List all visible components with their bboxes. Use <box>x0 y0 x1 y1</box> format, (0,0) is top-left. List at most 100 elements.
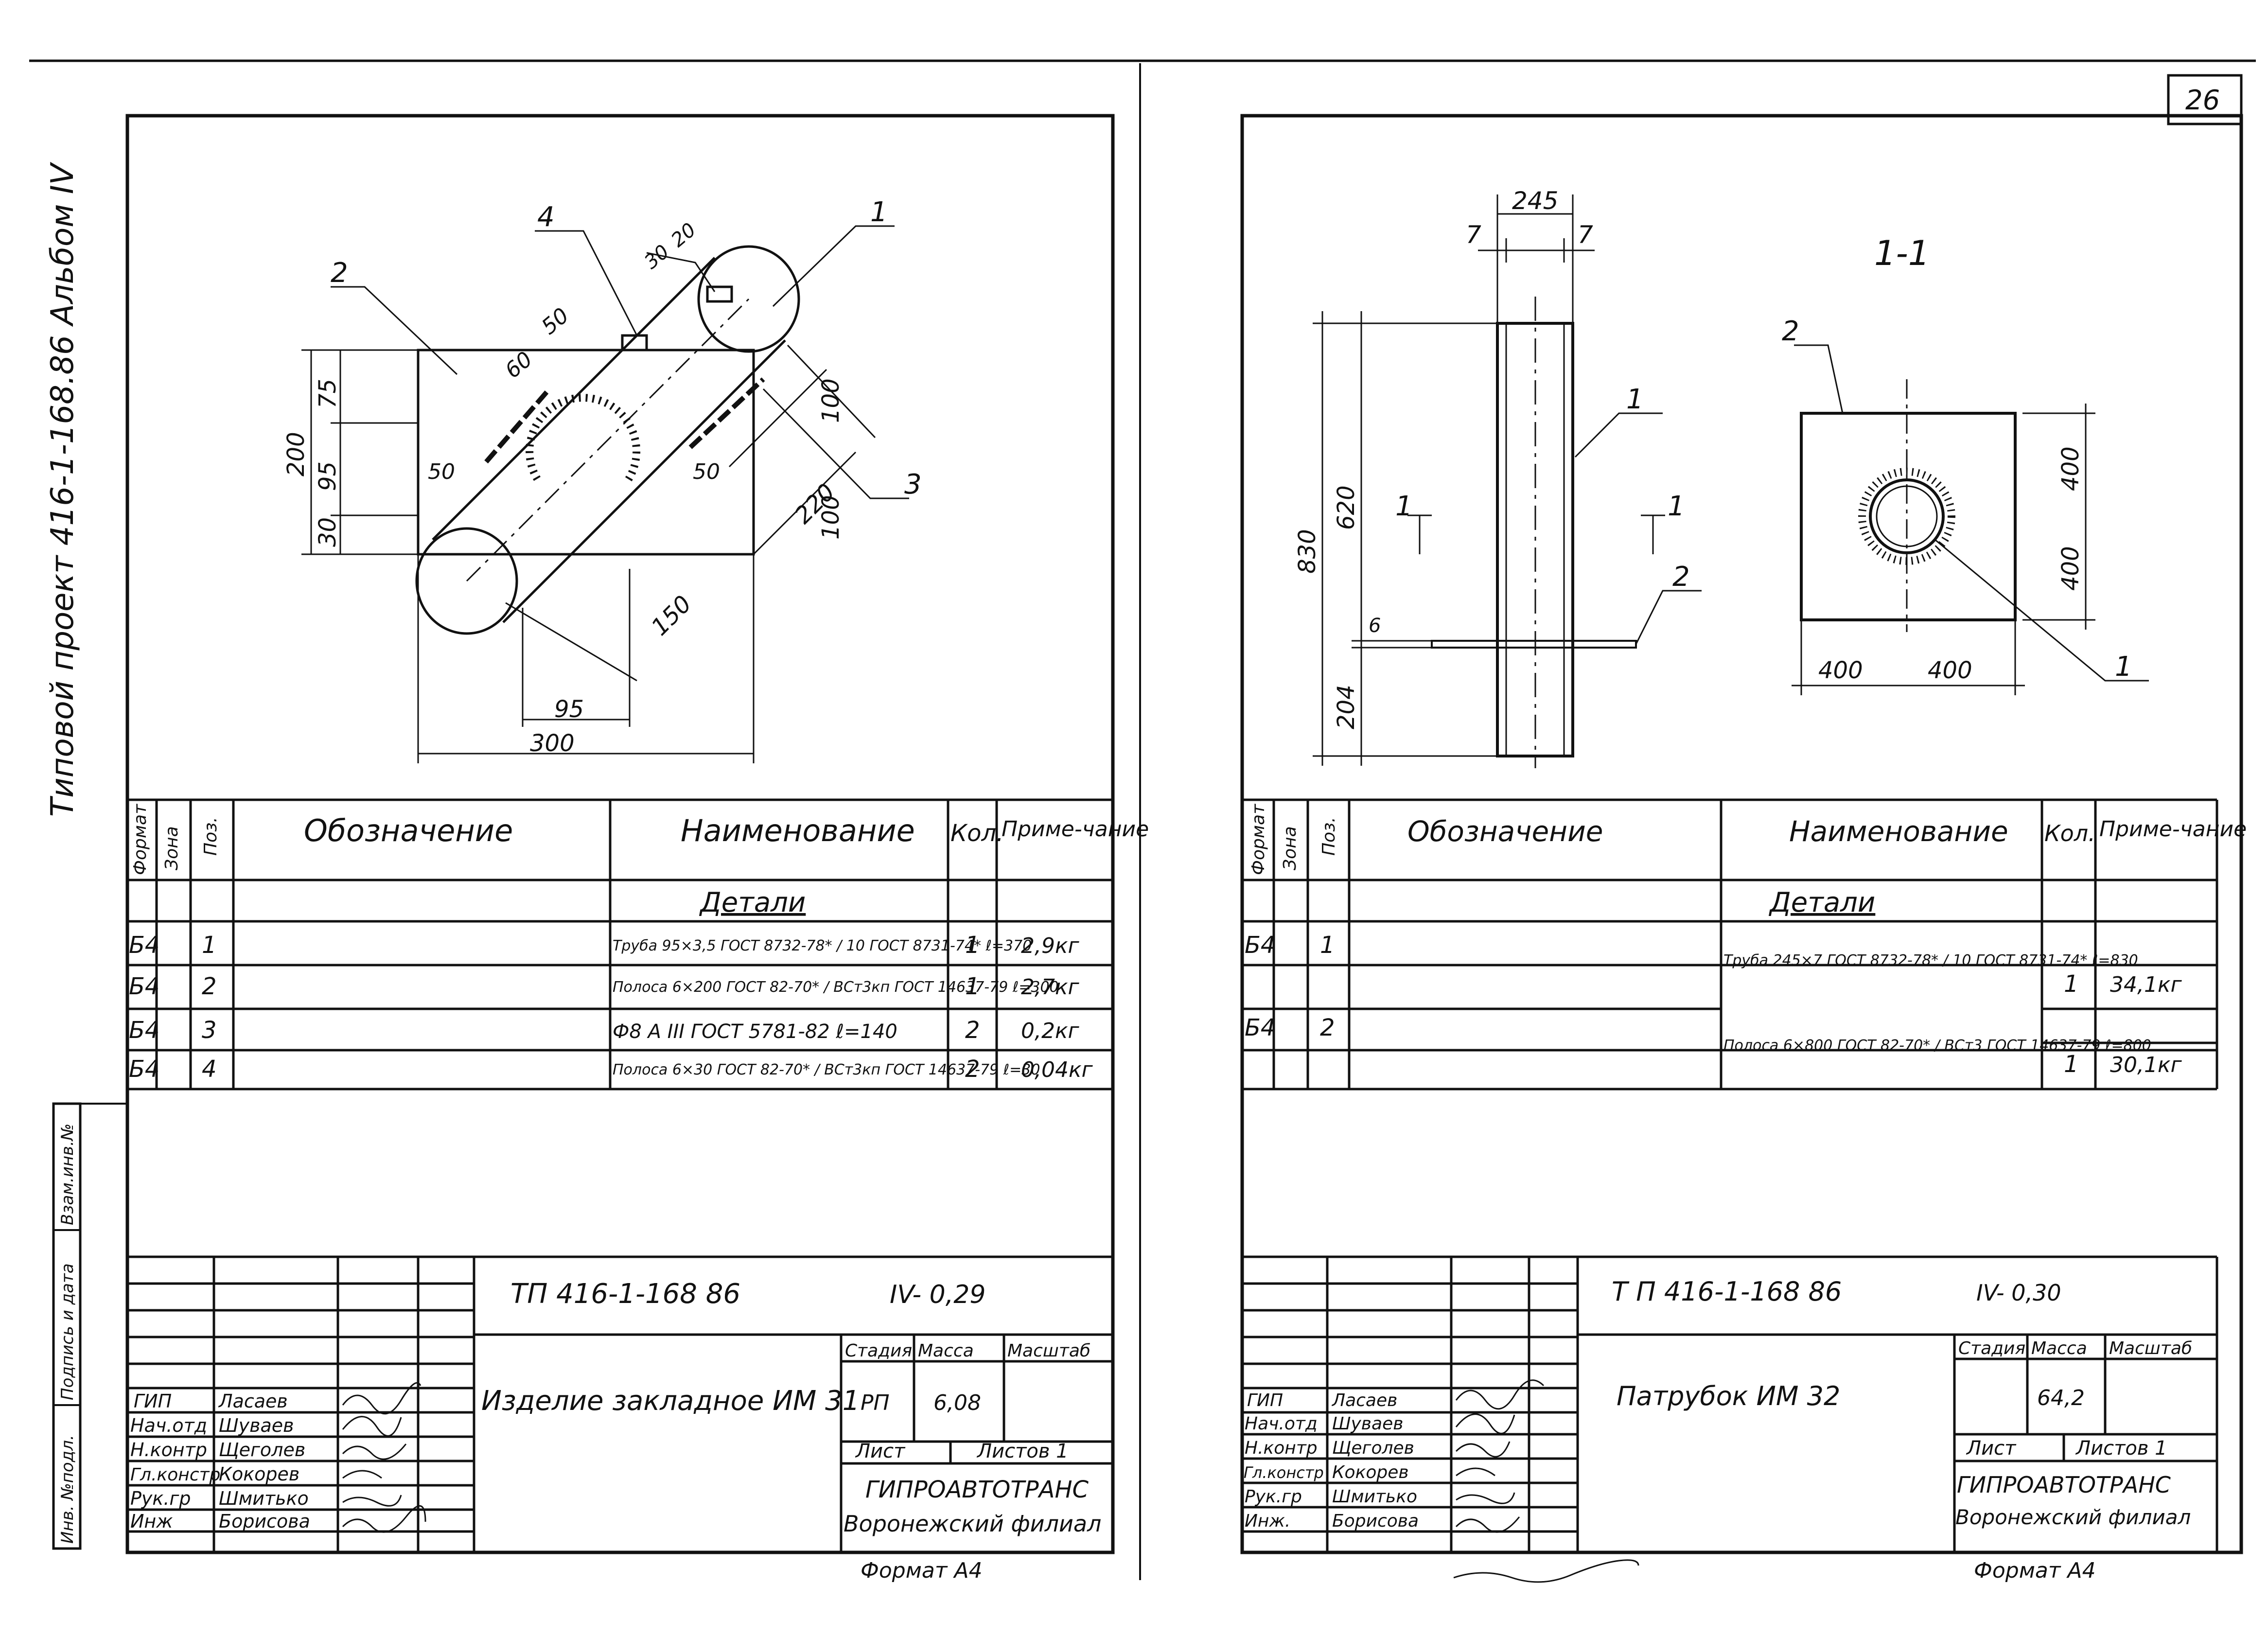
hdr-name: Наименование <box>1789 815 2008 848</box>
sheets-label: Листов 1 <box>976 1440 1069 1462</box>
branch-name: Воронежский филиал <box>844 1511 1101 1537</box>
mass-label: Масса <box>2031 1338 2087 1358</box>
row-note: 2,7кг <box>1021 975 1080 1000</box>
drawing-title: Изделие закладное ИМ 31 <box>481 1385 860 1417</box>
section-plate <box>1800 412 2017 621</box>
pipe-bottom-end <box>415 527 518 635</box>
mass-label: Масса <box>918 1341 974 1361</box>
callout-2: 2 <box>331 257 348 289</box>
dim-20: 20 <box>667 219 701 252</box>
sheets-label: Листов 1 <box>2075 1437 2167 1460</box>
sheet-ref: IV- 0,29 <box>890 1280 985 1309</box>
role-name: Ласаев <box>218 1391 288 1412</box>
im32-elevation: 245 7 7 830 620 6 204 1 1 1 2 <box>1294 187 1702 768</box>
callout-1: 1 <box>1626 384 1644 415</box>
row-name: Труба 245×7 ГОСТ 8732-78* / 10 ГОСТ 8731… <box>1723 952 2138 969</box>
role-row: Гл.констр Кокорев <box>1244 1462 1409 1482</box>
dim-100a: 100 <box>817 378 844 423</box>
row-qty: 1 <box>965 973 980 1000</box>
hdr-note: Приме-чание <box>2099 817 2247 842</box>
role-name: Кокорев <box>1332 1462 1409 1482</box>
hdr-pos: Поз. <box>1319 817 1339 856</box>
spec-row: Б4 2 Полоса 6×800 ГОСТ 82-70* / ВСт3 ГОС… <box>1245 1014 2182 1078</box>
branch-name: Воронежский филиал <box>1955 1505 2191 1529</box>
role-name: Борисова <box>219 1511 310 1532</box>
dim-30: 30 <box>314 517 341 547</box>
row-format: Б4 <box>129 1017 159 1044</box>
hdr-pos: Поз. <box>201 817 221 856</box>
callout-4: 4 <box>537 201 555 233</box>
row-format: Б4 <box>129 932 159 959</box>
section-pipe-outer <box>1869 478 1945 554</box>
row-note: 2,9кг <box>1021 933 1080 958</box>
hdr-designation: Обозначение <box>304 813 513 848</box>
spec-row: Б4 2 Полоса 6×200 ГОСТ 82-70* / ВСт3кп Г… <box>129 973 1080 1000</box>
drawing-title: Патрубок ИМ 32 <box>1617 1381 1840 1411</box>
row-pos: 2 <box>202 973 217 1000</box>
section-title: Детали <box>699 887 806 918</box>
role-label: Нач.отд <box>1245 1414 1318 1434</box>
signatures <box>1453 1379 1639 1583</box>
role-label: Гл.констр <box>1244 1463 1324 1482</box>
sheet-ref: IV- 0,30 <box>1976 1280 2061 1306</box>
dim-7a: 7 <box>1466 221 1481 249</box>
right-title-block: Т П 416-1-168 86 IV- 0,30 Патрубок ИМ 32… <box>1242 1255 2218 1583</box>
dim-75: 75 <box>314 379 341 408</box>
callout-2: 2 <box>1672 561 1690 593</box>
dim-400c: 400 <box>1818 657 1863 684</box>
pipe-top-end <box>697 245 800 353</box>
hdr-zone: Зона <box>162 826 182 870</box>
row-note: 0,2кг <box>1021 1019 1080 1043</box>
side-stamp: Инв. №подл. Подпись и дата Взам.инв.№ <box>52 1102 127 1550</box>
callout-3: 3 <box>904 469 922 500</box>
role-name: Шуваев <box>219 1415 294 1436</box>
right-frame <box>1240 114 2243 1554</box>
role-row: ГИП Ласаев <box>134 1391 288 1412</box>
dim-50a: 50 <box>428 459 455 484</box>
dim-200: 200 <box>282 432 310 476</box>
role-name: Борисова <box>1332 1511 1419 1531</box>
row-pos: 1 <box>1320 932 1335 959</box>
sheet-label: Лист <box>1966 1437 2017 1460</box>
row-qty: 2 <box>965 1056 980 1083</box>
dim-50c: 50 <box>537 303 574 339</box>
sheet-label: Лист <box>855 1440 906 1462</box>
hdr-note: Приме-чание <box>1002 817 1149 842</box>
side-caption: Типовой проект 416-1-168.86 Альбом IV <box>45 161 81 817</box>
role-label: ГИП <box>134 1391 172 1412</box>
section-label: 1-1 <box>1874 233 1930 273</box>
spec-row: Б4 1 Труба 95×3,5 ГОСТ 8732-78* / 10 ГОС… <box>129 932 1080 959</box>
left-title-block: ТП 416-1-168 86 IV- 0,29 Изделие закладн… <box>127 1255 1113 1583</box>
org-name: ГИПРОАВТОТРАНС <box>1957 1472 2171 1498</box>
cut-mark-left: 1 <box>1395 491 1413 522</box>
drawing-code: ТП 416-1-168 86 <box>510 1278 740 1310</box>
dim-620: 620 <box>1333 485 1360 530</box>
dim-150: 150 <box>646 590 697 641</box>
mass-value: 6,08 <box>933 1391 981 1415</box>
role-label: Инж. <box>1245 1511 1290 1531</box>
drawing-code: Т П 416-1-168 86 <box>1612 1276 1842 1307</box>
stage-label: Стадия <box>845 1341 912 1361</box>
dim-830: 830 <box>1294 529 1321 574</box>
row-format: Б4 <box>129 1056 159 1083</box>
row-note: 34,1кг <box>2110 972 2182 997</box>
sheet-number-box <box>2167 74 2243 125</box>
row-note: 0,04кг <box>1021 1057 1093 1082</box>
hdr-zone: Зона <box>1280 826 1300 870</box>
row-name: Полоса 6×800 ГОСТ 82-70* / ВСт3 ГОСТ 146… <box>1723 1037 2151 1054</box>
hdr-qty: Кол. <box>2044 820 2095 846</box>
format-label: Формат А4 <box>861 1558 983 1583</box>
role-name: Шмитько <box>1332 1487 1417 1507</box>
row-format: Б4 <box>1245 932 1275 959</box>
right-spec-table: Формат Зона Поз. Обозначение Наименовани… <box>1242 798 2247 1091</box>
im31-drawing: 2 1 4 3 75 95 30 200 50 50 50 60 30 20 1… <box>282 196 922 763</box>
role-row: Инж. Борисова <box>1245 1511 1419 1531</box>
role-label: Н.контр <box>1245 1438 1318 1458</box>
plate-pos2 <box>417 349 755 556</box>
dim-30b: 30 <box>640 241 674 274</box>
hdr-format: Формат <box>1248 804 1268 875</box>
